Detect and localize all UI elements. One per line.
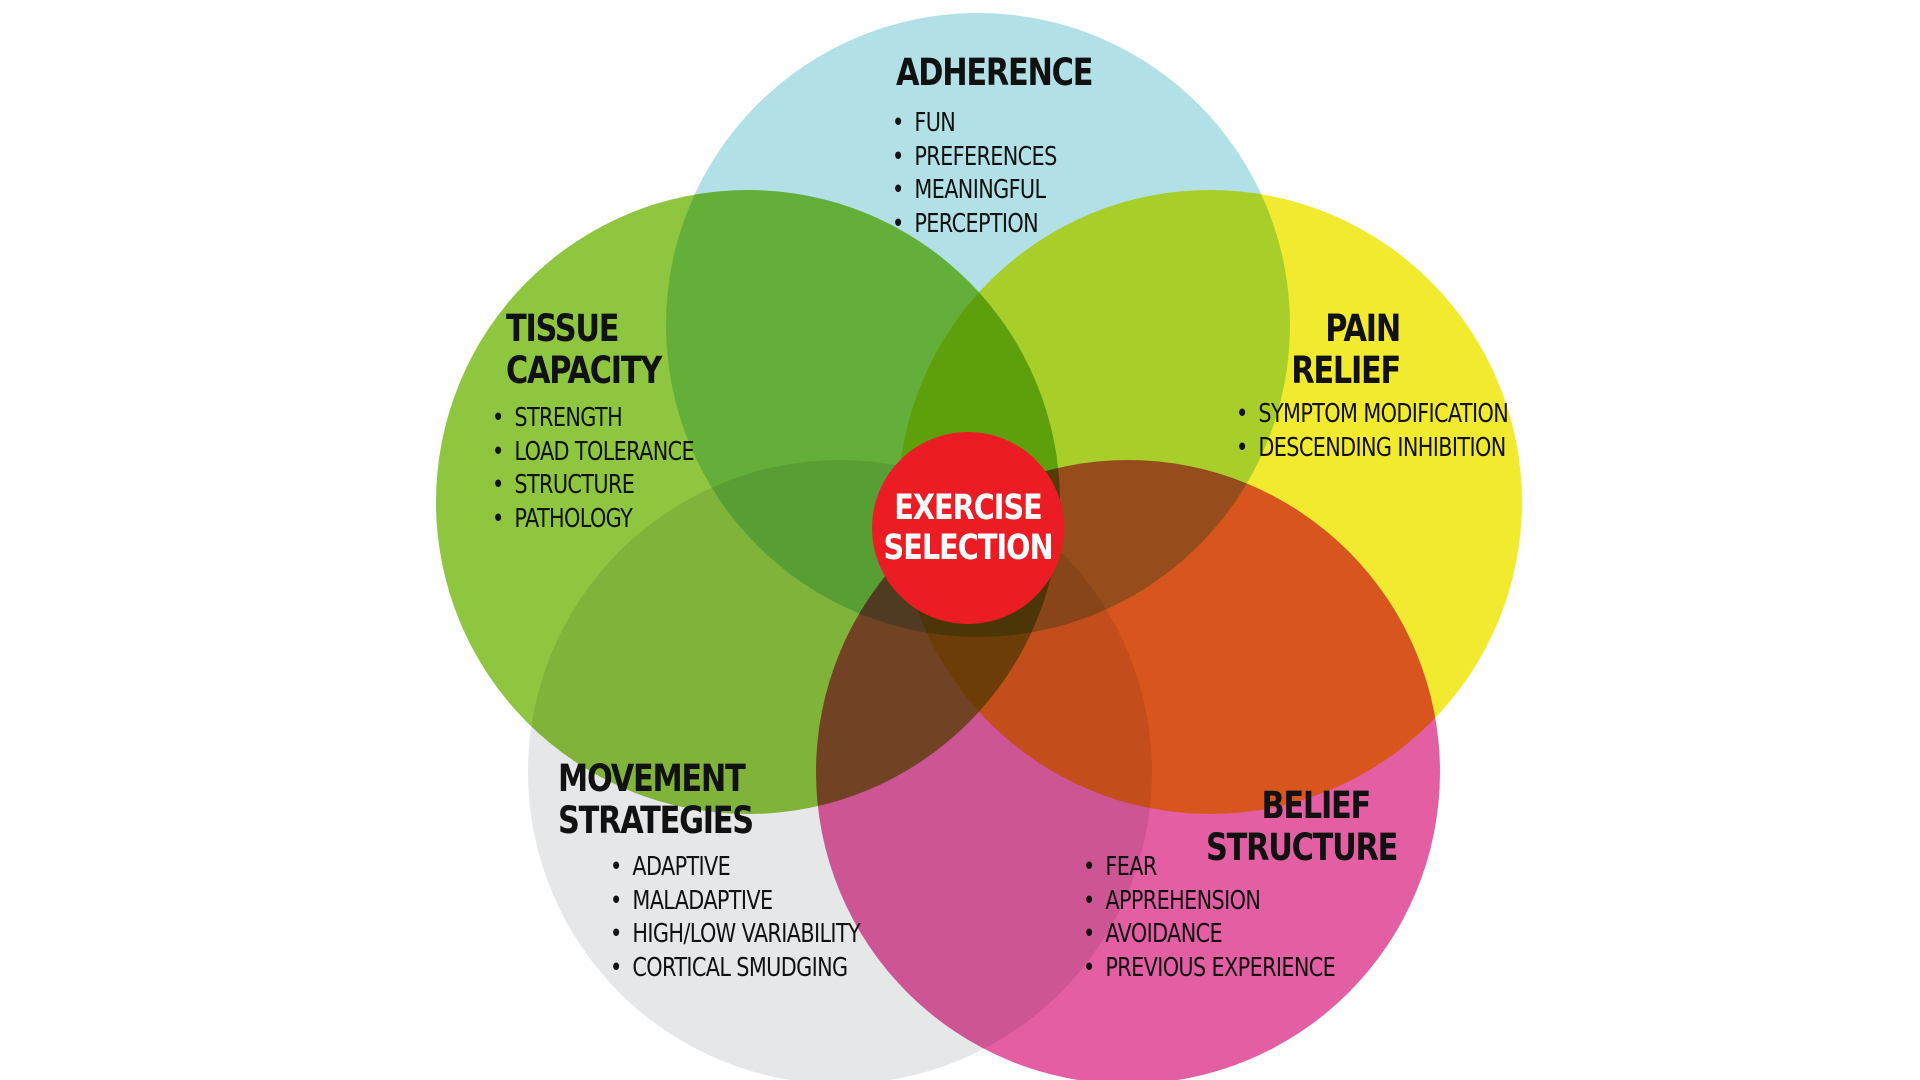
list-item: FUN (892, 107, 1057, 141)
adherence-list-block: FUN PREFERENCES MEANINGFUL PERCEPTION (892, 107, 1098, 241)
list-item: HIGH/LOW VARIABILITY (610, 918, 860, 952)
belief-structure-list-block: FEAR APPREHENSION AVOIDANCE PREVIOUS EXP… (1083, 851, 1398, 985)
tissue-capacity-list: STRENGTH LOAD TOLERANCE STRUCTURE PATHOL… (492, 402, 745, 536)
adherence-title: ADHERENCE (896, 51, 1093, 94)
adherence-block: ADHERENCE (878, 51, 1093, 94)
exercise-selection-circle (872, 432, 1064, 624)
pain-relief-list: SYMPTOM MODIFICATION DESCENDING INHIBITI… (1236, 398, 1576, 465)
pain-relief-list-block: SYMPTOM MODIFICATION DESCENDING INHIBITI… (1236, 398, 1576, 465)
pain-relief-title: PAIN RELIEF (1291, 307, 1401, 392)
tissue-capacity-block: TISSUE CAPACITY STRENGTH LOAD TOLERANCE … (506, 308, 745, 536)
list-item: SYMPTOM MODIFICATION (1236, 398, 1508, 432)
list-item: PREFERENCES (892, 141, 1057, 175)
list-item: MEANINGFUL (892, 174, 1057, 208)
list-item: LOAD TOLERANCE (492, 436, 694, 470)
list-item: FEAR (1083, 851, 1335, 885)
movement-strategies-block: MOVEMENT STRATEGIES (558, 758, 796, 842)
list-item: PATHOLOGY (492, 503, 694, 537)
list-item: ADAPTIVE (610, 851, 860, 885)
movement-strategies-title: MOVEMENT STRATEGIES (558, 757, 754, 842)
list-item: CORTICAL SMUDGING (610, 952, 860, 986)
list-item: DESCENDING INHIBITION (1236, 432, 1508, 466)
center-line-2: SELECTION (883, 528, 1053, 568)
list-item: AVOIDANCE (1083, 918, 1335, 952)
list-item: STRUCTURE (492, 469, 694, 503)
exercise-selection-label: EXERCISE SELECTION (868, 428, 1068, 628)
adherence-list: FUN PREFERENCES MEANINGFUL PERCEPTION (892, 107, 1098, 241)
list-item: STRENGTH (492, 402, 694, 436)
pain-relief-heading-block: PAIN RELIEF (1200, 307, 1401, 392)
list-item: APPREHENSION (1083, 885, 1335, 919)
center-line-1: EXERCISE (894, 488, 1043, 528)
movement-strategies-list-block: ADAPTIVE MALADAPTIVE HIGH/LOW VARIABILIT… (610, 851, 923, 985)
list-item: PERCEPTION (892, 208, 1057, 242)
tissue-capacity-title: TISSUE CAPACITY (506, 307, 662, 392)
belief-structure-list: FEAR APPREHENSION AVOIDANCE PREVIOUS EXP… (1083, 851, 1398, 985)
list-item: MALADAPTIVE (610, 885, 860, 919)
movement-strategies-list: ADAPTIVE MALADAPTIVE HIGH/LOW VARIABILIT… (610, 851, 923, 985)
list-item: PREVIOUS EXPERIENCE (1083, 952, 1335, 986)
